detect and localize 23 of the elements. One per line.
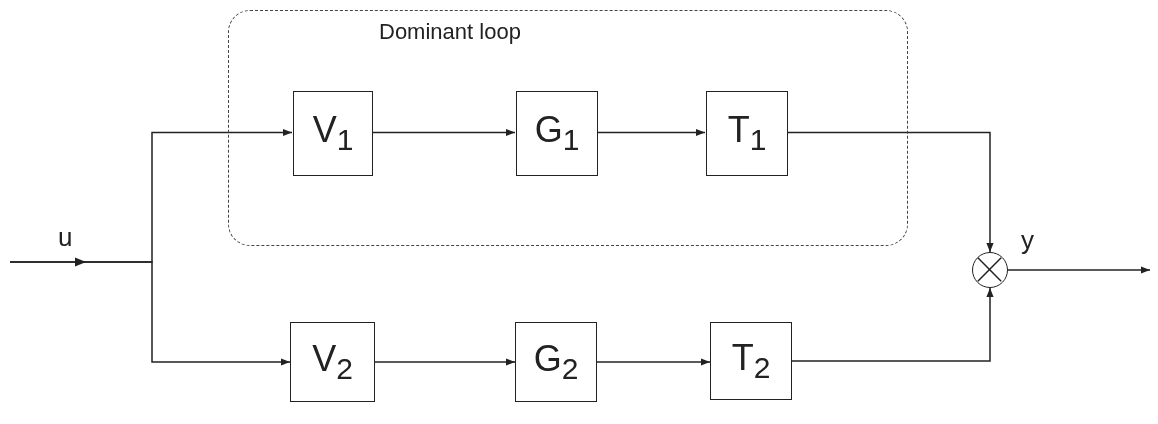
block <box>516 91 598 176</box>
arrow <box>791 287 994 362</box>
arrow <box>9 261 291 366</box>
arrow <box>596 358 711 366</box>
arrow <box>371 128 516 137</box>
arrow <box>786 131 994 253</box>
region-title: Dominant loop <box>379 19 521 45</box>
arrow <box>596 128 706 137</box>
arrow <box>374 358 516 366</box>
block-label: V$_{2}$ <box>312 337 353 387</box>
block-label: T$_{2}$ <box>731 336 771 386</box>
arrow <box>1007 266 1151 274</box>
block-label: G$_{2}$ <box>533 337 579 387</box>
block <box>515 322 597 402</box>
block <box>706 91 788 176</box>
block <box>710 322 792 400</box>
block <box>293 91 373 176</box>
dashed-boundary <box>228 10 908 246</box>
block-label: G$_{1}$ <box>534 109 580 158</box>
block-label: T$_{1}$ <box>727 109 767 158</box>
block <box>290 322 375 402</box>
block-label: V$_{1}$ <box>312 109 354 158</box>
multiplier-junction <box>972 252 1008 288</box>
